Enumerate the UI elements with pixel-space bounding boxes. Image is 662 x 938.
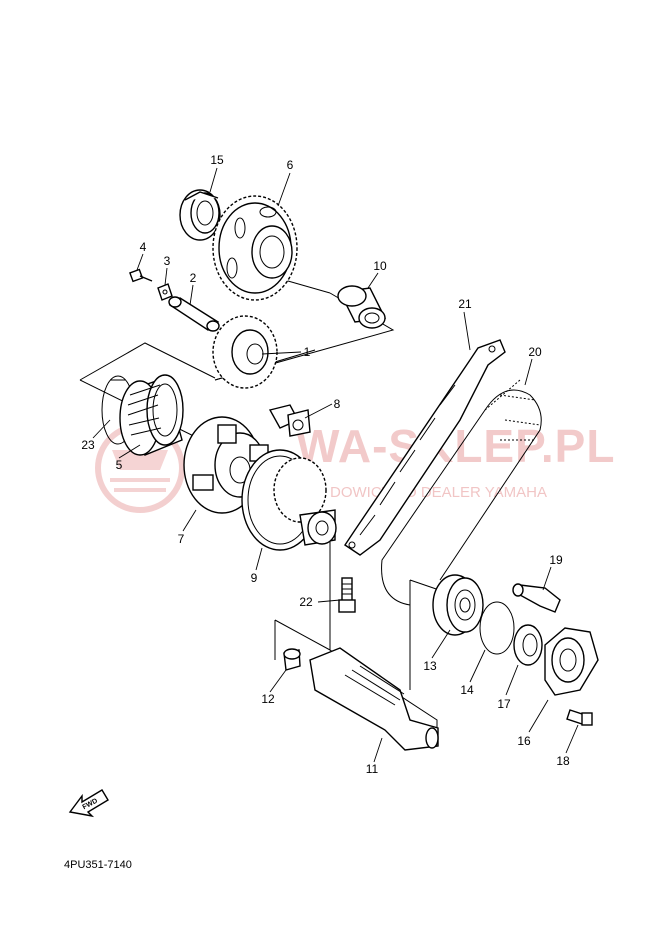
fwd-arrow-icon: FWD <box>68 789 109 818</box>
part-14-o-ring <box>479 601 515 655</box>
label-23: 23 <box>81 438 95 452</box>
label-5: 5 <box>116 458 123 472</box>
label-22: 22 <box>299 595 313 609</box>
part-10-bushing <box>337 285 387 329</box>
label-20: 20 <box>528 345 542 359</box>
leader-lines <box>92 167 579 763</box>
part-22-bolt <box>338 577 356 613</box>
label-7: 7 <box>178 532 185 546</box>
part-6-gear <box>212 195 298 301</box>
label-15: 15 <box>210 153 224 167</box>
part-21-chain-guide <box>344 339 506 556</box>
label-1: 1 <box>304 345 311 359</box>
part-5-clutch <box>119 374 184 456</box>
label-11: 11 <box>366 762 379 776</box>
label-6: 6 <box>287 158 294 172</box>
label-14: 14 <box>460 683 474 697</box>
label-18: 18 <box>556 754 570 768</box>
part-15-bearing <box>179 189 221 241</box>
part-labels: 15 6 4 3 2 10 1 21 20 8 23 5 7 9 22 19 1… <box>81 153 570 776</box>
part-11-shaft <box>309 647 439 751</box>
watermark-title: WA-SKLEP.PL <box>296 420 615 472</box>
part-13-bearing <box>432 574 484 636</box>
label-12: 12 <box>261 692 275 706</box>
label-3: 3 <box>164 254 171 268</box>
label-21: 21 <box>458 297 472 311</box>
part-20-chain <box>381 379 542 606</box>
part-16-housing <box>544 627 599 696</box>
part-2-shaft <box>168 296 220 332</box>
label-16: 16 <box>517 734 531 748</box>
part-3-plate <box>157 283 173 301</box>
part-18-bolt <box>566 709 593 726</box>
label-19: 19 <box>549 553 563 567</box>
label-4: 4 <box>140 240 147 254</box>
label-2: 2 <box>190 271 197 285</box>
part-4-bolt <box>129 268 153 283</box>
part-17-seal <box>513 624 543 666</box>
label-8: 8 <box>334 397 341 411</box>
watermark-subtitle: DOWICTWO DEALER YAMAHA <box>330 484 547 501</box>
diagram-code: 4PU351-7140 <box>64 859 132 871</box>
part-19-pin <box>512 583 561 613</box>
part-1-gear <box>212 315 278 389</box>
label-9: 9 <box>251 571 258 585</box>
label-10: 10 <box>373 259 387 273</box>
part-12-bushing <box>283 648 301 671</box>
label-17: 17 <box>497 697 511 711</box>
part-8-damper <box>268 404 311 437</box>
label-13: 13 <box>423 659 437 673</box>
part-9-clutch-gear <box>241 449 337 551</box>
